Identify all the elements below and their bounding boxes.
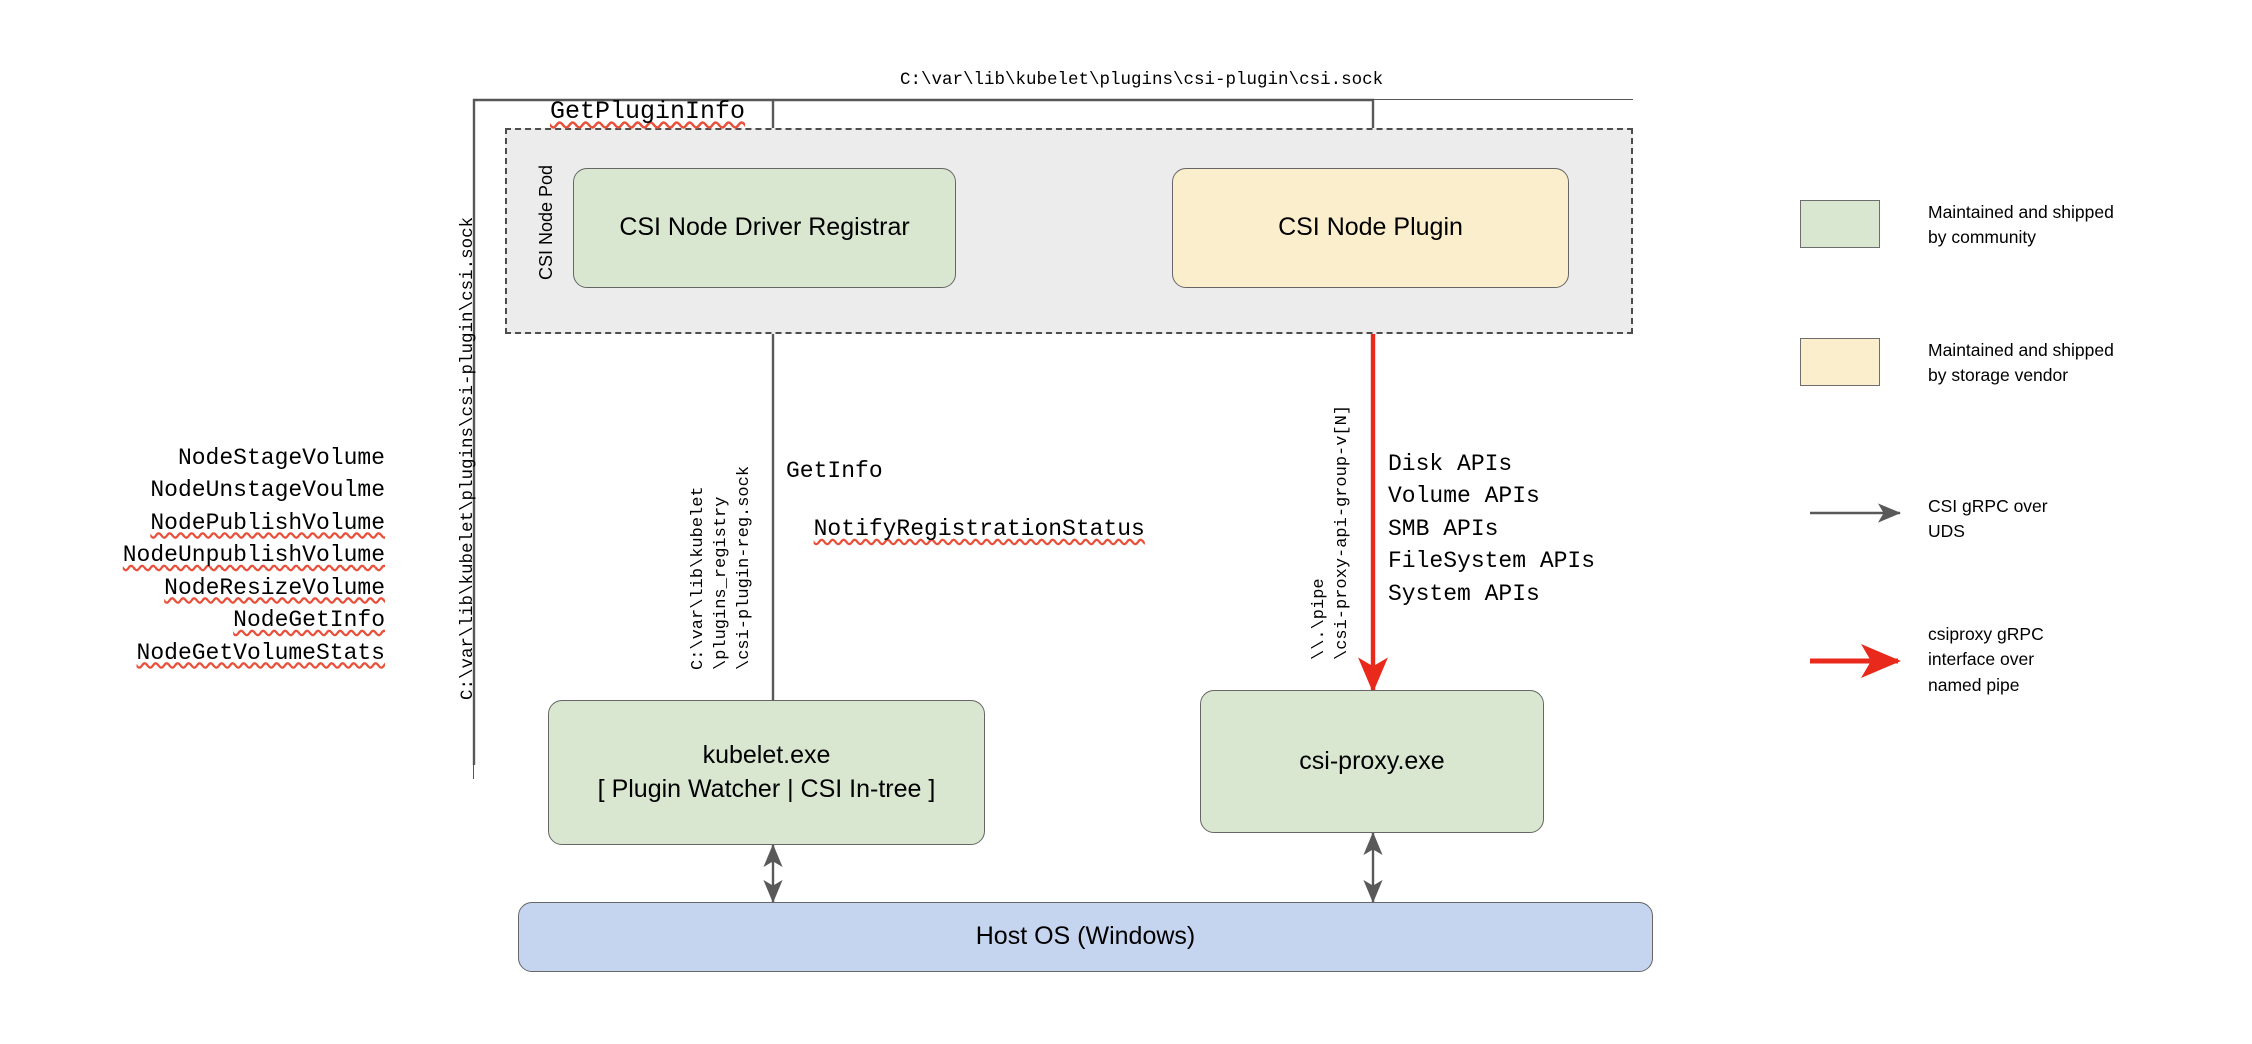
csi-node-driver-registrar-node[interactable]: CSI Node Driver Registrar [573, 168, 956, 288]
node-api-list-item: NodeGetVolumeStats [136, 639, 385, 666]
host-os-node[interactable]: Host OS (Windows) [518, 902, 1653, 972]
csi-sock-path-top-label: C:\var\lib\kubelet\plugins\csi-plugin\cs… [900, 70, 1384, 90]
node-api-list-item: NodeStageVolume [177, 445, 385, 471]
kubelet-plugins-scope-box [473, 99, 1633, 779]
csi-proxy-exe-label: csi-proxy.exe [1299, 746, 1445, 775]
csi-sock-path-vertical-label: C:\var\lib\kubelet\plugins\csi-plugin\cs… [458, 216, 478, 700]
legend-swatch-vendor [1800, 338, 1880, 386]
csi-node-plugin-label: CSI Node Plugin [1278, 213, 1463, 242]
registry-path-line3-label: \csi-plugin-reg.sock [735, 465, 754, 670]
kubelet-exe-label: kubelet.exe [702, 740, 831, 769]
getinfo-label: GetInfo [786, 458, 883, 484]
kubelet-exe-sublabel: [ Plugin Watcher | CSI In-tree ] [597, 774, 936, 803]
node-api-list-item: NodeGetInfo [233, 607, 385, 634]
node-api-list-item: NodePublishVolume [150, 509, 385, 536]
csi-node-plugin-node[interactable]: CSI Node Plugin [1172, 168, 1569, 288]
registry-path-line2-label: \plugins_registry [712, 496, 731, 670]
csi-proxy-api-list: Disk APIs Volume APIs SMB APIs FileSyste… [1388, 448, 1595, 610]
csi-proxy-exe-node[interactable]: csi-proxy.exe [1200, 690, 1544, 833]
csi-proxy-api-list-item: Volume APIs [1388, 483, 1540, 510]
named-pipe-line1-label: \\.\pipe [1310, 578, 1329, 660]
csi-node-pod-label: CSI Node Pod [536, 164, 556, 280]
node-api-list-item: NodeUnstageVoulme [150, 477, 385, 504]
named-pipe-line2-label: \csi-proxy-api-group-v[N] [1333, 404, 1352, 660]
legend-text-csi-grpc-uds: CSI gRPC over UDS [1928, 496, 2048, 542]
legend-swatch-community [1800, 200, 1880, 248]
node-api-list-item: NodeUnpublishVolume [122, 542, 385, 569]
csi-proxy-api-list-item: FileSystem APIs [1388, 548, 1596, 575]
legend-text-vendor: Maintained and shipped by storage vendor [1928, 340, 2114, 386]
notify-registration-status-label: NotifyRegistrationStatus [813, 516, 1145, 542]
node-api-list: NodeStageVolume NodeUnstageVoulme NodePu… [100, 442, 385, 669]
getplugininfo-label: GetPluginInfo [550, 97, 746, 126]
csi-node-driver-registrar-label: CSI Node Driver Registrar [619, 213, 910, 242]
kubelet-exe-node[interactable]: kubelet.exe [ Plugin Watcher | CSI In-tr… [548, 700, 985, 845]
registry-path-line1-label: C:\var\lib\kubelet [689, 486, 708, 670]
csi-proxy-api-list-item: SMB APIs [1388, 515, 1499, 542]
legend-text-community: Maintained and shipped by community [1928, 202, 2114, 248]
node-api-list-item: NodeResizeVolume [164, 574, 385, 601]
csi-proxy-api-list-item: Disk APIs [1388, 451, 1513, 477]
csi-proxy-api-list-item: System APIs [1388, 580, 1540, 607]
host-os-label: Host OS (Windows) [975, 922, 1196, 951]
legend-text-csiproxy-named-pipe: csiproxy gRPC interface over named pipe [1928, 624, 2044, 695]
